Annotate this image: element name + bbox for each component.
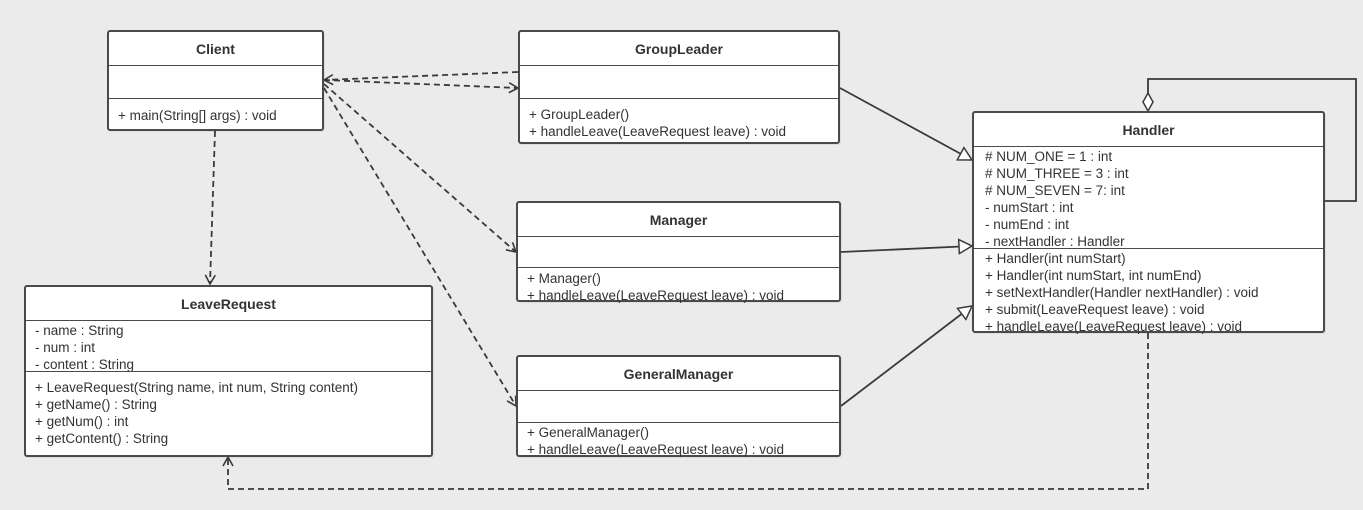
attribute-row: - numStart : int bbox=[985, 200, 1074, 215]
attribute-row: - name : String bbox=[35, 323, 124, 338]
aggregation-handler-self bbox=[1148, 78, 1357, 202]
class-client-operations: + main(String[] args) : void bbox=[109, 99, 322, 124]
class-leaverequest-attributes: - name : String - num : int - content : … bbox=[26, 321, 431, 372]
operation-row: + LeaveRequest(String name, int num, Str… bbox=[35, 380, 359, 395]
class-leaverequest-operations: + LeaveRequest(String name, int num, Str… bbox=[26, 372, 431, 447]
class-manager-name: Manager bbox=[518, 203, 839, 237]
attribute-row: # NUM_ONE = 1 : int bbox=[985, 149, 1113, 164]
operation-row: + getNum() : int bbox=[35, 414, 129, 429]
generalization-manager-to-handler bbox=[840, 246, 972, 252]
class-groupleader[interactable]: GroupLeader + GroupLeader() + handleLeav… bbox=[518, 30, 840, 144]
class-groupleader-operations: + GroupLeader() + handleLeave(LeaveReque… bbox=[520, 99, 838, 140]
dependency-groupleader-to-client bbox=[322, 71, 519, 86]
operation-row: + getContent() : String bbox=[35, 431, 169, 446]
operation-row: + setNextHandler(Handler nextHandler) : … bbox=[985, 285, 1259, 300]
class-handler[interactable]: Handler # NUM_ONE = 1 : int # NUM_THREE … bbox=[972, 111, 1325, 335]
operation-row: + handleLeave(LeaveRequest leave) : void bbox=[529, 124, 787, 139]
class-generalmanager-operations: + GeneralManager() + handleLeave(LeaveRe… bbox=[518, 423, 839, 458]
attribute-row: - numEnd : int bbox=[985, 217, 1070, 232]
operation-row: + GroupLeader() bbox=[529, 107, 630, 122]
class-leaverequest-name: LeaveRequest bbox=[26, 287, 431, 321]
class-generalmanager-attributes bbox=[518, 391, 839, 423]
operation-row: + getName() : String bbox=[35, 397, 157, 412]
class-client-name: Client bbox=[109, 32, 322, 66]
class-client[interactable]: Client + main(String[] args) : void bbox=[107, 30, 324, 131]
dependency-client-to-groupleader bbox=[323, 79, 520, 94]
class-generalmanager-name: GeneralManager bbox=[518, 357, 839, 391]
class-manager[interactable]: Manager + Manager() + handleLeave(LeaveR… bbox=[516, 201, 841, 304]
dependency-client-to-generalmanager bbox=[323, 87, 517, 408]
dependency-client-to-leaverequest bbox=[204, 130, 216, 286]
operation-row: + handleLeave(LeaveRequest leave) : void bbox=[985, 319, 1243, 334]
class-groupleader-attributes bbox=[520, 66, 838, 99]
operation-row: + Handler(int numStart) bbox=[985, 251, 1126, 266]
attribute-row: # NUM_SEVEN = 7: int bbox=[985, 183, 1125, 198]
operation-row: + Manager() bbox=[527, 271, 601, 286]
attribute-row: - nextHandler : Handler bbox=[985, 234, 1125, 249]
operation-row: + handleLeave(LeaveRequest leave) : void bbox=[527, 442, 785, 457]
class-client-attributes bbox=[109, 66, 322, 99]
generalization-groupleader-to-handler bbox=[839, 87, 972, 161]
class-handler-name: Handler bbox=[974, 113, 1323, 147]
class-handler-operations: + Handler(int numStart) + Handler(int nu… bbox=[974, 249, 1323, 335]
dependency-handler-to-leaverequest bbox=[222, 333, 1149, 490]
operation-row: + handleLeave(LeaveRequest leave) : void bbox=[527, 288, 785, 303]
class-groupleader-name: GroupLeader bbox=[520, 32, 838, 66]
operation-row: + main(String[] args) : void bbox=[118, 108, 277, 123]
attribute-row: - content : String bbox=[35, 357, 135, 372]
class-leaverequest[interactable]: LeaveRequest - name : String - num : int… bbox=[24, 285, 433, 457]
class-manager-attributes bbox=[518, 237, 839, 268]
attribute-row: # NUM_THREE = 3 : int bbox=[985, 166, 1129, 181]
operation-row: + submit(LeaveRequest leave) : void bbox=[985, 302, 1205, 317]
class-generalmanager[interactable]: GeneralManager + GeneralManager() + hand… bbox=[516, 355, 841, 457]
class-handler-attributes: # NUM_ONE = 1 : int # NUM_THREE = 3 : in… bbox=[974, 147, 1323, 249]
attribute-row: - num : int bbox=[35, 340, 96, 355]
operation-row: + Handler(int numStart, int numEnd) bbox=[985, 268, 1202, 283]
operation-row: + GeneralManager() bbox=[527, 425, 649, 440]
generalization-generalmanager-to-handler bbox=[840, 306, 972, 407]
class-manager-operations: + Manager() + handleLeave(LeaveRequest l… bbox=[518, 268, 839, 304]
dependency-client-to-manager bbox=[323, 83, 518, 254]
